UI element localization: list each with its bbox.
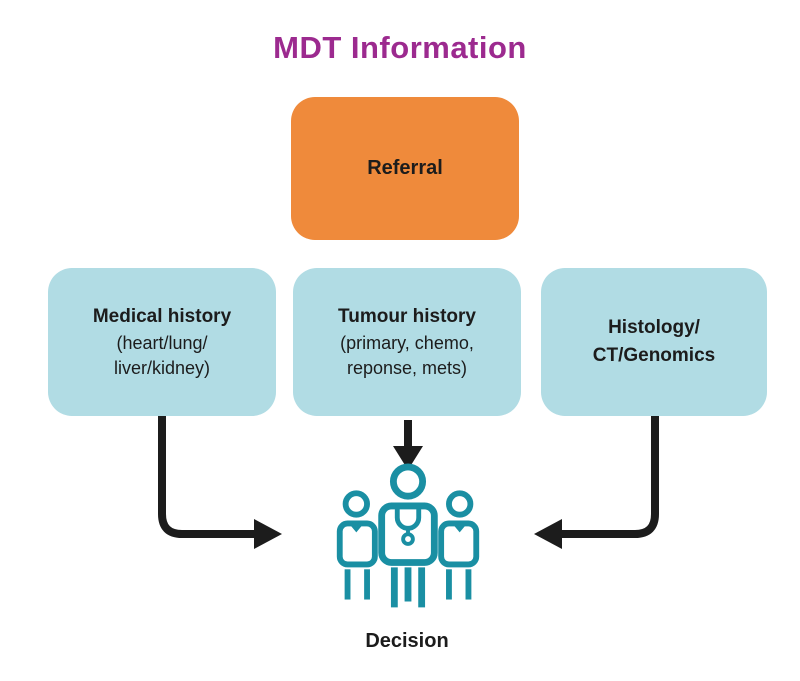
node-histology-ct-genomics: Histology/ CT/Genomics bbox=[541, 268, 767, 416]
tumour-history-title: Tumour history bbox=[338, 306, 476, 328]
node-medical-history: Medical history (heart/lung/ liver/kidne… bbox=[48, 268, 276, 416]
referral-label: Referral bbox=[367, 157, 443, 179]
arrow-medical-to-decision bbox=[158, 416, 282, 549]
medical-history-line: liver/kidney) bbox=[113, 357, 211, 378]
arrow-histology-to-decision bbox=[534, 416, 659, 549]
diagram-title: MDT Information bbox=[273, 30, 527, 65]
medical-team-icon bbox=[330, 458, 486, 626]
histology-line: CT/Genomics bbox=[592, 345, 716, 366]
medical-history-title: Medical history bbox=[92, 306, 232, 328]
decision-label: Decision bbox=[365, 630, 449, 652]
medical-history-line: (heart/lung/ bbox=[116, 332, 208, 353]
node-tumour-history: Tumour history (primary, chemo, reponse,… bbox=[293, 268, 521, 416]
histology-line: Histology/ bbox=[608, 317, 700, 339]
tumour-history-line: reponse, mets) bbox=[346, 357, 468, 378]
tumour-history-line: (primary, chemo, bbox=[340, 332, 474, 353]
node-referral: Referral bbox=[291, 97, 519, 240]
